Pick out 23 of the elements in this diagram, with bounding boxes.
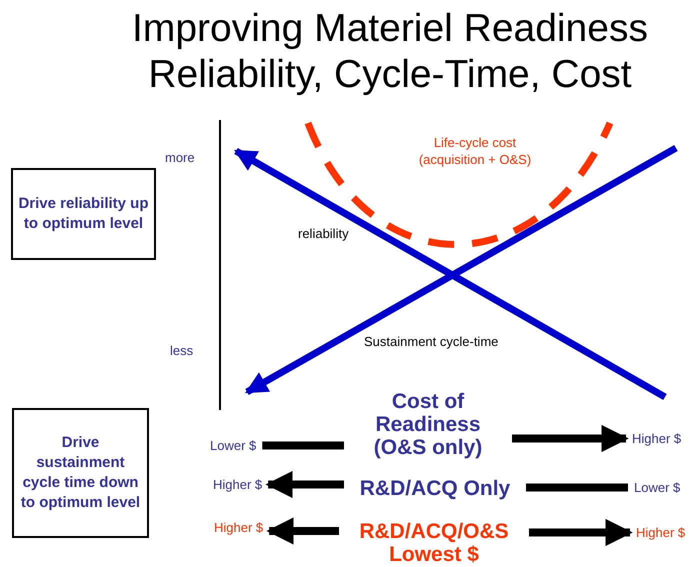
scale-label: Higher $ [213,477,262,492]
arrow [512,424,629,452]
cost-label: Cost of Readiness (O&S only) [350,390,506,459]
scale-label: Lower $ [210,438,256,453]
line-label: reliability [298,226,349,241]
scale-label: Higher $ [214,520,264,535]
connector-line [262,442,344,450]
line-label: Sustainment cycle-time [364,334,498,349]
curve-label: Life-cycle cost (acquisition + O&S) [418,134,532,168]
axis-label: less [170,343,194,358]
cost-label: R&D/ACQ Only [350,477,520,500]
axis-label: more [165,150,195,165]
cost-label: R&D/ACQ/O&S Lowest $ [345,520,523,566]
arrow [529,518,633,546]
scale-label: Lower $ [634,480,680,495]
arrow [266,517,339,545]
scale-label: Higher $ [632,431,682,446]
scale-label: Higher $ [636,525,686,540]
note-box: Drive reliability up to optimum level [11,168,156,260]
note-box: Drive sustainment cycle time down to optimum level [12,408,149,538]
connector-line [526,484,628,492]
title: Improving Materiel Readiness Reliability, Cycle-Time, Cost [131,6,649,98]
arrow [265,470,344,498]
